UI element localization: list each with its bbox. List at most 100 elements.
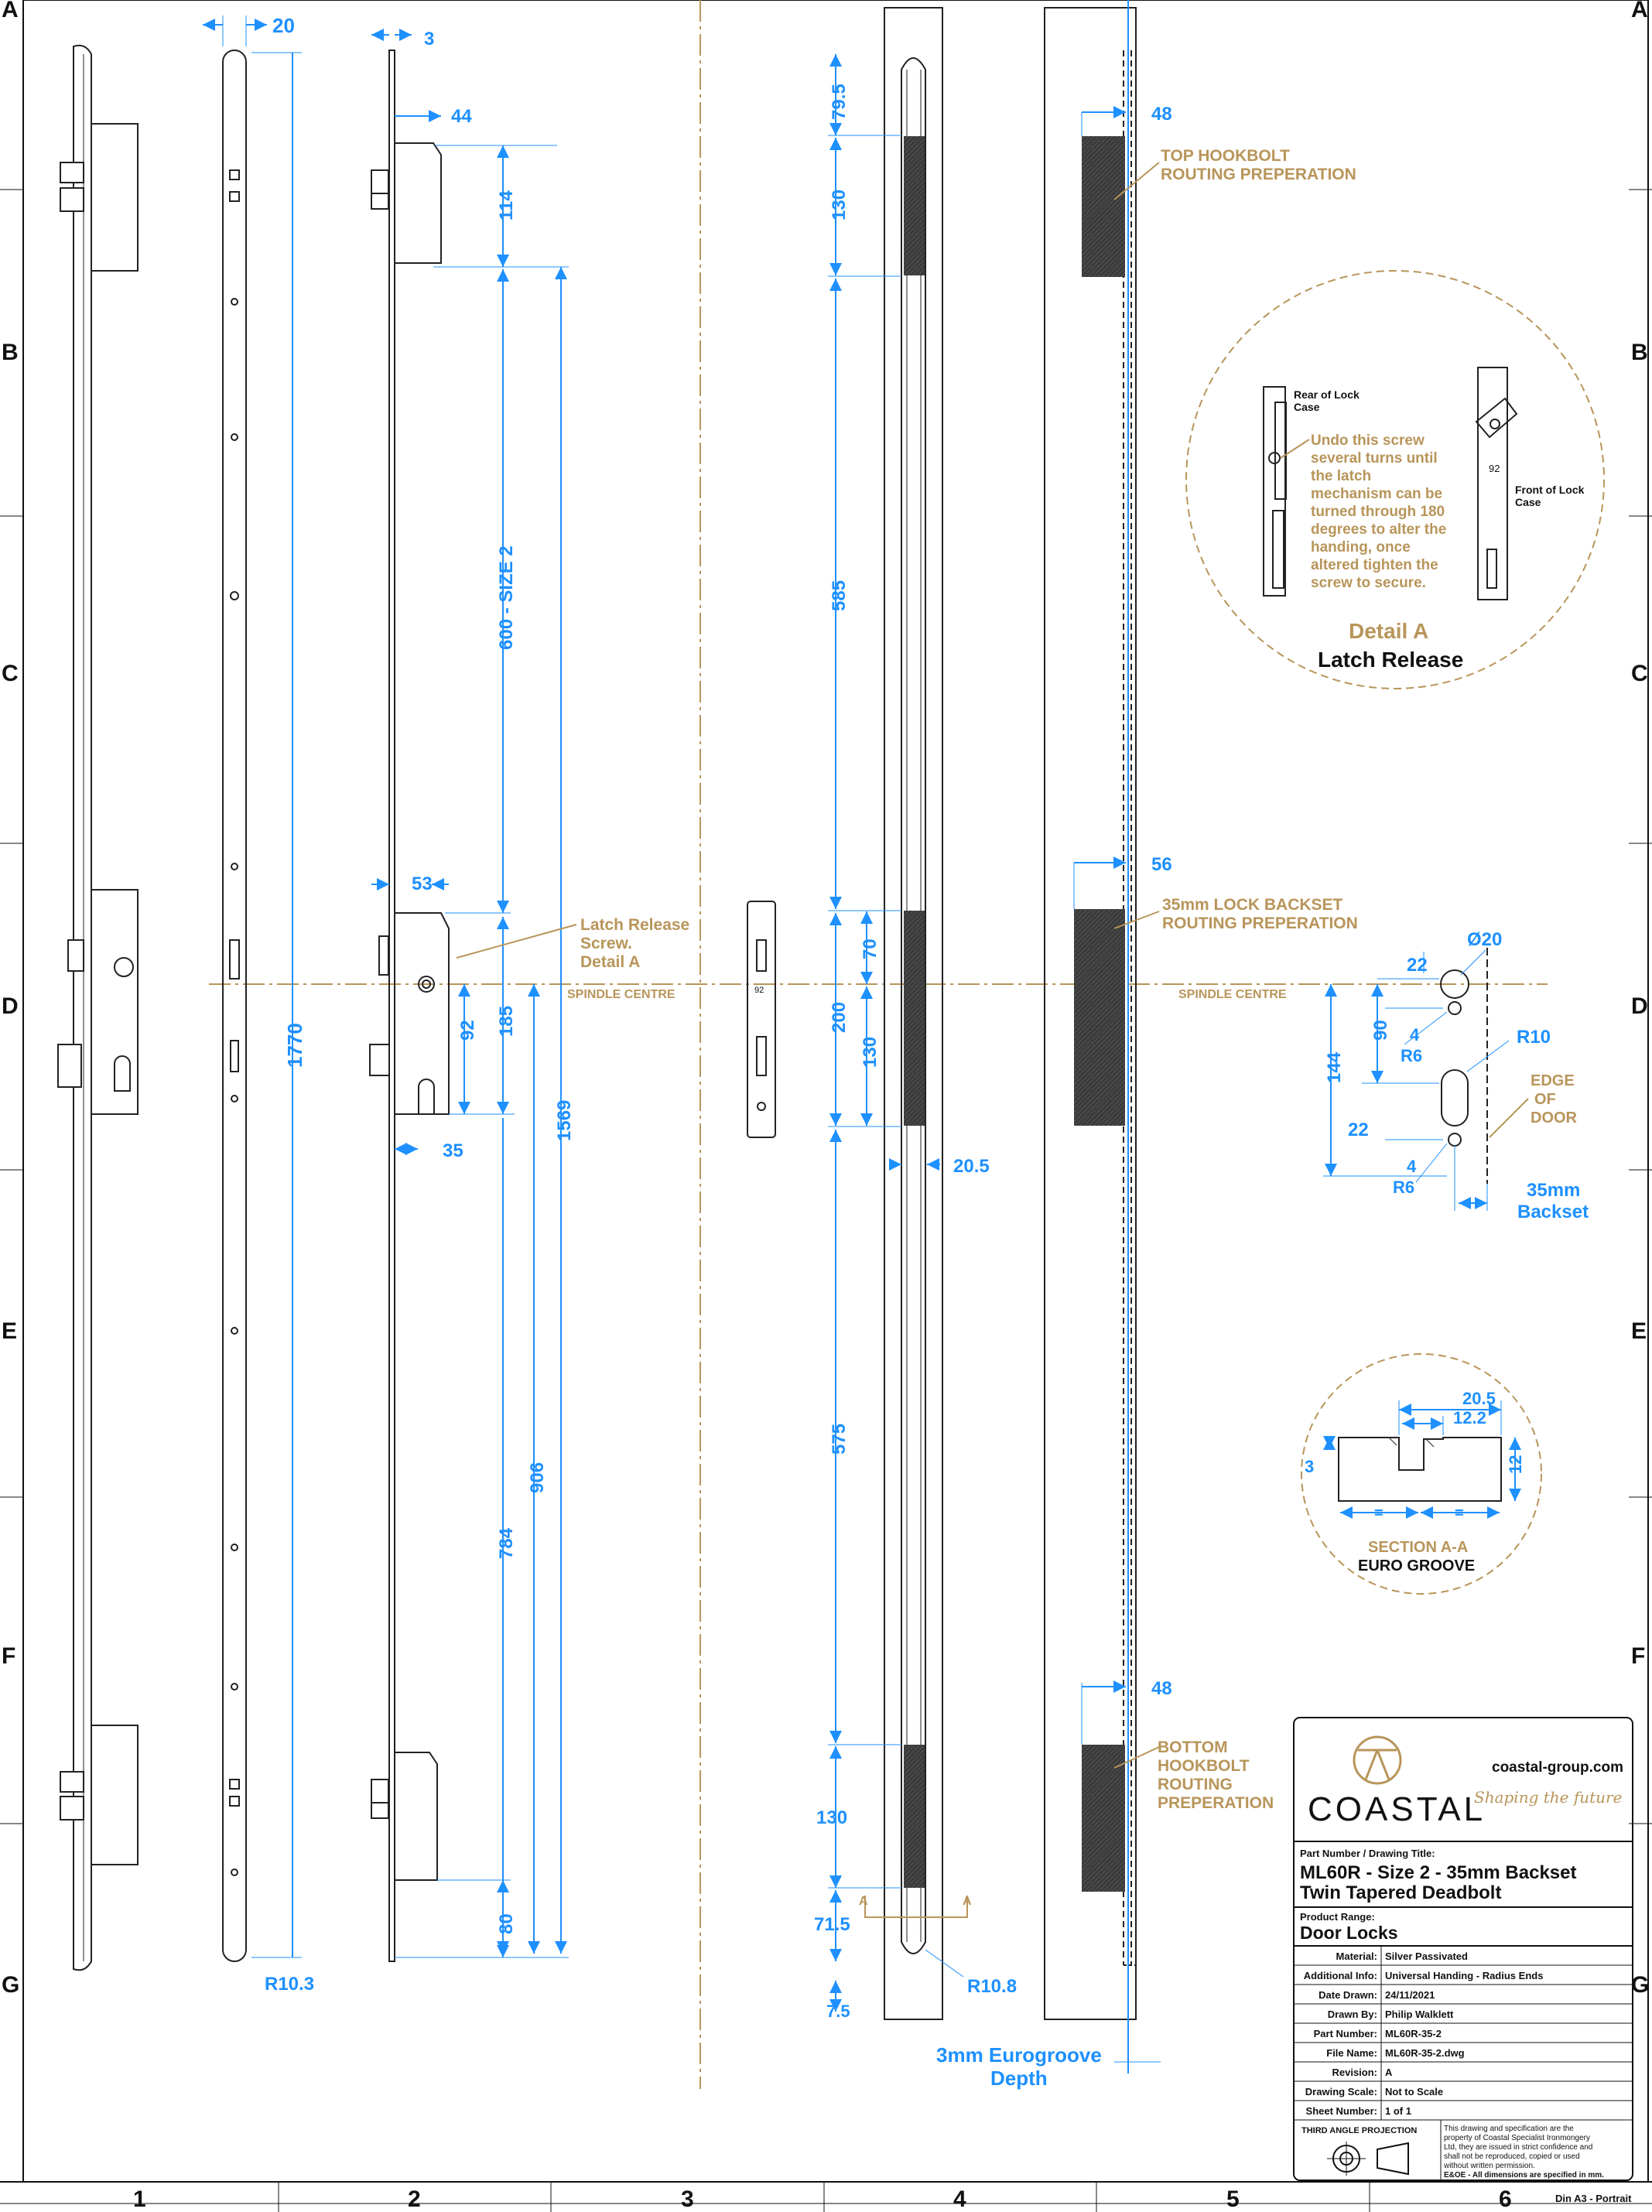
dim-bottom-80: 80 [496, 1913, 517, 1934]
dim-hole-4-top: 4 [1410, 1025, 1420, 1044]
instruction-line-8: altered tighten the [1311, 557, 1438, 573]
range-label: Product Range: [1300, 1911, 1375, 1923]
prep-top-note-2: ROUTING PREPERATION [1161, 166, 1356, 183]
brand-name: COASTAL [1308, 1790, 1486, 1828]
material-label: Material: [1336, 1950, 1377, 1962]
disclaimer-line-6: E&OE - All dimensions are specified in m… [1444, 2171, 1604, 2180]
dim-hole-dia-20: Ø20 [1467, 929, 1502, 950]
section-a-circle [1301, 1353, 1542, 1595]
dim-groove-20-5: 20.5 [953, 1156, 990, 1177]
keep-plate-number: 92 [754, 986, 764, 995]
additional-info-value: Universal Handing - Radius Ends [1385, 1970, 1543, 1981]
revision-label: Revision: [1332, 2067, 1377, 2078]
faceplate-dimensions [203, 15, 302, 1958]
col-label-4: 4 [953, 2186, 966, 2212]
latch-note-leader [456, 924, 577, 959]
dim-784: 784 [496, 1527, 517, 1559]
row-label-e-right: E [1631, 1318, 1647, 1344]
drawing-title-1: ML60R - Size 2 - 35mm Backset [1300, 1862, 1576, 1883]
row-label-b-right: B [1631, 340, 1648, 365]
disclaimer-line-4: shall not be reproduced, copied or used [1444, 2152, 1580, 2161]
row-labels: A B C D E F G A B C D E F G [2, 0, 1649, 1998]
routing-pocket-bottom [904, 1745, 925, 1888]
row-label-g-right: G [1631, 1972, 1649, 1998]
detail-a-drawings [1263, 367, 1518, 600]
coastal-logo-icon [1353, 1735, 1402, 1785]
spindle-centre-label-left: SPINDLE CENTRE [567, 988, 676, 1001]
part-number-value: ML60R-35-2 [1385, 2028, 1442, 2039]
backset-label-2: Backset [1517, 1202, 1589, 1222]
dim-routing-130-bottom: 130 [816, 1807, 847, 1828]
dim-906: 906 [527, 1462, 548, 1493]
dim-hole-r6-bottom: R6 [1393, 1178, 1414, 1197]
dim-size-600: 600 - SIZE 2 [496, 545, 517, 650]
latch-note-line3: Detail A [580, 953, 640, 971]
dim-offset-35: 35 [443, 1140, 463, 1161]
website-link[interactable]: coastal-group.com [1492, 1759, 1623, 1776]
section-title: SECTION A-A [1368, 1539, 1468, 1556]
disclaimer: This drawing and specification are the p… [1443, 2125, 1604, 2180]
row-label-a: A [2, 0, 19, 22]
prep-top-leader [1113, 162, 1160, 200]
row-label-d: D [2, 993, 19, 1019]
dim-hole-4-bottom: 4 [1407, 1157, 1417, 1176]
material-value: Silver Passivated [1385, 1950, 1468, 1962]
dim-section-20-5: 20.5 [1462, 1389, 1496, 1408]
dim-hole-144: 144 [1324, 1051, 1345, 1083]
keep-view [747, 901, 776, 1138]
dim-routing-585: 585 [829, 580, 850, 611]
drawing-scale-value: Not to Scale [1385, 2086, 1443, 2097]
eurogroove-label-1: 3mm Eurogroove [936, 2043, 1102, 2067]
lock-view-left [57, 44, 139, 1971]
title-block-rows: Material: Silver Passivated Additional I… [1304, 1950, 1544, 2117]
drawing-title-2: Twin Tapered Deadbolt [1300, 1882, 1501, 1903]
row-label-d-right: D [1631, 993, 1648, 1019]
routing-pocket-lock [904, 911, 925, 1126]
dim-routing-79-5: 79.5 [829, 84, 850, 120]
dim-routing-130-mid: 130 [860, 1037, 881, 1068]
detail-instructions: Undo this screw several turns until the … [1311, 432, 1446, 591]
prep-bottom-note-1: BOTTOM [1158, 1738, 1228, 1756]
file-name-label: File Name: [1326, 2047, 1377, 2059]
instruction-line-6: degrees to alter the [1311, 521, 1446, 538]
col-label-3: 3 [681, 2186, 694, 2212]
section-marker-right: A [963, 1895, 972, 1908]
additional-info-label: Additional Info: [1304, 1970, 1377, 1981]
routing-dimensions [828, 54, 964, 2012]
dim-prep-bottom-48: 48 [1151, 1678, 1172, 1699]
prep-pocket-lock [1074, 909, 1125, 1126]
dim-section-12-2: 12.2 [1453, 1408, 1486, 1427]
column-labels: 1 2 3 4 5 6 Din A3 - Portrait [133, 2186, 1632, 2212]
backset-label-1: 35mm [1527, 1180, 1580, 1201]
disclaimer-line-3: Ltd, they are issued in strict confidenc… [1444, 2143, 1592, 2152]
row-label-f-right: F [1631, 1643, 1645, 1669]
latch-note-line2: Screw. [580, 935, 632, 952]
instruction-line-9: screw to secure. [1311, 575, 1426, 591]
dim-hole-22-top: 22 [1407, 955, 1428, 976]
col-label-5: 5 [1226, 2186, 1240, 2212]
brand-tagline: Shaping the future [1474, 1788, 1622, 1807]
dim-end-radius-front: R10.3 [265, 1974, 314, 1995]
dim-section-eq-left: = [1374, 1505, 1384, 1522]
dim-routing-130-top: 130 [829, 190, 850, 221]
dim-plate-thickness: 3 [424, 29, 434, 50]
col-label-6: 6 [1499, 2186, 1512, 2212]
prep-bottom-note-4: PREPERATION [1158, 1794, 1274, 1812]
eurogroove-label-2: Depth [990, 2067, 1048, 2090]
instruction-line-2: several turns until [1311, 450, 1438, 467]
title-block [1293, 1717, 1633, 2181]
dim-routing-200: 200 [829, 1002, 850, 1033]
drawn-by-value: Philip Walklett [1385, 2009, 1454, 2020]
dim-section-12: 12 [1506, 1455, 1525, 1474]
drawn-by-label: Drawn By: [1328, 2009, 1377, 2020]
dim-hook-depth: 44 [451, 106, 472, 127]
dim-routing-70: 70 [860, 938, 881, 959]
faceplate-front-view [222, 50, 247, 1962]
prep-lock-leader [1113, 911, 1160, 929]
disclaimer-line-1: This drawing and specification are the [1444, 2125, 1574, 2133]
dim-overall-length: 1770 [283, 1023, 306, 1068]
product-range: Door Locks [1300, 1923, 1398, 1943]
sheet-size-label: Din A3 - Portrait [1555, 2193, 1632, 2204]
dim-hole-90: 90 [1370, 1020, 1391, 1041]
instruction-line-3: the latch [1311, 468, 1371, 484]
